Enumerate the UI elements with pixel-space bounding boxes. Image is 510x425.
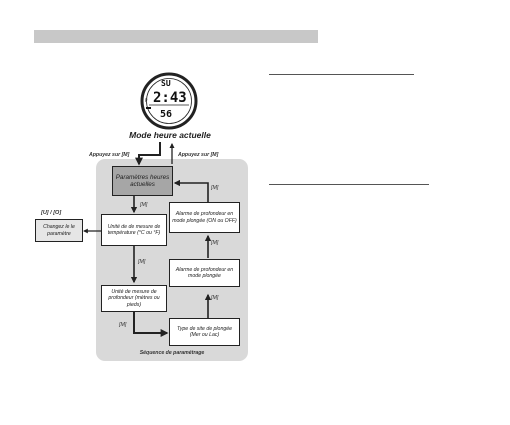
node-depth-unit: Unité de mesure de profondeur (mètres ou… [101, 285, 167, 312]
press-m-left-label: Appuyez sur [M] [89, 152, 130, 158]
watch-day: SU [161, 79, 171, 88]
node-change-setting: Changez le le paramètre [35, 219, 83, 242]
m-label-onoff-to-params: [M] [211, 185, 219, 191]
arrow-onoff-to-params [173, 179, 209, 202]
press-m-right-label: Appuyez sur [M] [178, 152, 219, 158]
mode-title: Mode heure actuelle [129, 130, 211, 140]
watch-indicator: P [145, 98, 148, 103]
node-depth-alarm-onoff: Alarme de profondeur en mode plongée (ON… [169, 202, 240, 233]
m-label-params-to-temp: [M] [140, 202, 148, 208]
watch-seconds: 56 [160, 109, 172, 120]
node-depth-alarm-mode: Alarme de profondeur en mode plongée [169, 259, 240, 287]
node-dive-site-type: Type de site de plongée (Mer ou Lac) [169, 318, 240, 346]
m-label-alarm-to-onoff: [M] [211, 240, 219, 246]
m-label-temp-to-depth: [M] [138, 259, 146, 265]
node-temperature-unit: Unité de de mesure de température (°C ou… [101, 214, 167, 246]
up-down-label: [U] / [O] [41, 210, 62, 216]
section-header-bar [34, 30, 318, 43]
watch-time: 2:43 [153, 90, 187, 106]
watch-display-illustration: SU 2:43 P 56 [140, 72, 198, 130]
watch-small-mark [146, 107, 151, 109]
node-current-time-params: Paramètres heures actuelles [112, 166, 173, 196]
m-label-site-to-alarm: [M] [211, 295, 219, 301]
text-rule-middle [269, 184, 429, 185]
arrow-to-params [135, 142, 161, 166]
arrow-depth-to-site [133, 311, 169, 337]
sequence-caption: Séquence de paramétrage [139, 350, 205, 356]
text-rule-top [269, 74, 414, 75]
m-label-depth-to-site: [M] [119, 322, 127, 328]
